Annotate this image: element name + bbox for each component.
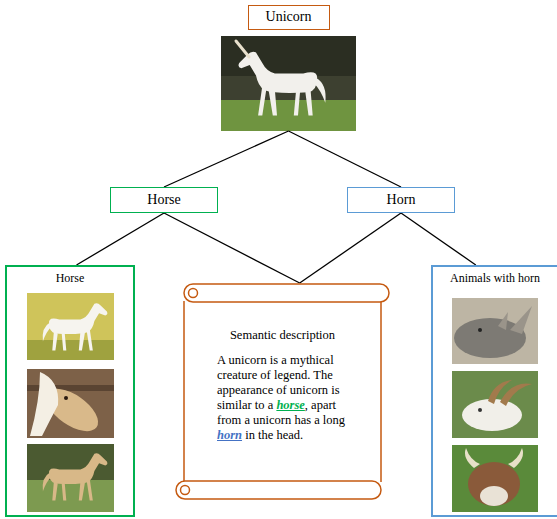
horse-photo: [27, 293, 114, 360]
text-run: in the head.: [242, 428, 303, 442]
cow-head: [468, 462, 520, 506]
rhino-head: [454, 318, 526, 358]
cow-horn: [508, 448, 523, 468]
unicorn-body: [239, 52, 326, 116]
connector-line: [77, 213, 165, 265]
node-label: Horn: [387, 192, 416, 208]
horse-photo: [27, 444, 114, 512]
connector-line: [401, 213, 476, 265]
unicorn-figure: [239, 52, 326, 116]
connector-line: [289, 131, 402, 187]
horse-figure: [43, 453, 108, 500]
node-label: Horse: [147, 192, 180, 208]
cow-photo: [452, 445, 538, 512]
concept-root: Unicorn: [221, 5, 356, 131]
connector-line: [164, 131, 289, 187]
connector-line: [300, 213, 401, 283]
photo-background: [27, 293, 114, 360]
keyword: horn: [217, 428, 242, 442]
node-body: A unicorn is a mythical creature of lege…: [217, 353, 357, 443]
photo-background: [452, 371, 538, 438]
horse-photo: [27, 369, 114, 439]
keyword: horse: [276, 398, 304, 412]
horse-mane: [30, 372, 58, 436]
goat-eye: [478, 408, 482, 412]
cow-horn: [465, 448, 480, 468]
cow-muzzle: [480, 486, 508, 506]
node-label: Semantic description: [175, 328, 390, 343]
rhino-eye: [478, 328, 482, 332]
goat-horn: [488, 380, 512, 404]
rhino-horn: [498, 312, 508, 330]
grass: [27, 340, 114, 360]
photo-background: [221, 36, 356, 131]
goat-horn: [500, 383, 532, 406]
photo-background: [221, 36, 356, 76]
goat-photo: [452, 371, 538, 438]
unicorn-horn: [236, 41, 249, 57]
horse-figure: [43, 303, 108, 350]
photo-background: [27, 444, 114, 512]
node-label: Animals with horn: [433, 271, 557, 286]
rhino-horn: [510, 306, 532, 334]
goat-head: [462, 399, 522, 431]
grass: [27, 480, 114, 512]
attribute-box: Horn: [347, 187, 455, 213]
attribute-box: Horse: [110, 187, 218, 213]
connector-line: [164, 213, 300, 283]
node-label: Horse: [7, 271, 133, 286]
grass: [221, 100, 356, 131]
node-label: Unicorn: [248, 5, 330, 30]
image-panel: Horse: [5, 265, 135, 517]
unicorn-photo: [221, 36, 356, 131]
photo-background: [452, 445, 538, 512]
rhino-photo: [452, 298, 538, 364]
image-panel: Animals with horn: [431, 265, 557, 517]
photo-background: [452, 298, 538, 364]
description-scroll: Semantic description A unicorn is a mythi…: [175, 283, 390, 500]
horse-eye: [64, 396, 68, 400]
